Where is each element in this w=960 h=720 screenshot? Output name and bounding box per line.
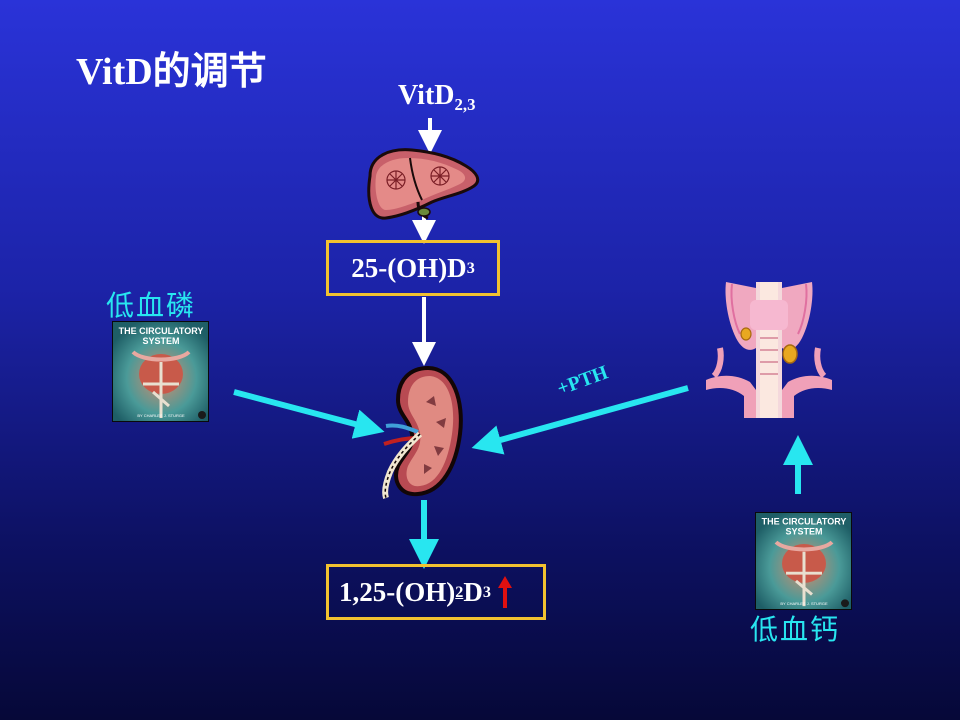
liver-icon [367,148,480,220]
circulatory-book-icon: THE CIRCULATORY SYSTEM BY CHARLES J. STU… [112,321,209,422]
box-125oh-pre: 1,25-(OH) [339,576,456,607]
circulatory-book-icon: THE CIRCULATORY SYSTEM BY CHARLES J. STU… [755,512,852,610]
box-125oh-mid: D [463,576,483,607]
parathyroid-thyroid-icon [706,282,832,418]
box-125oh-sub2: 3 [482,582,491,601]
book-title-line2: SYSTEM [142,336,179,346]
box-25oh-main: 25-(OH)D [351,252,467,283]
book-author: BY CHARLES J. STURGE [137,413,185,418]
increase-arrow-icon [497,576,512,608]
box-125oh-sub1: 2 [455,582,464,601]
book-title-line2: SYSTEM [786,526,823,536]
book-title-line1: THE CIRCULATORY [119,326,204,336]
vitd-main: VitD [398,80,455,111]
book-author: BY CHARLES J. STURGE [780,601,828,606]
vitd-source-label: VitD2,3 [398,80,476,115]
label-low-calcium: 低血钙 [750,613,841,646]
arrow-pth-to-kidney [471,385,689,455]
book-title-line1: THE CIRCULATORY [762,517,847,527]
label-low-phosphate: 低血磷 [106,289,197,322]
box-25oh-sub: 3 [466,258,475,277]
book-cover-art: THE CIRCULATORY SYSTEM BY CHARLES J. STU… [756,513,851,609]
vitd-sub: 2,3 [454,94,476,114]
page-title: VitD的调节 [76,51,267,93]
book-cover-art: THE CIRCULATORY SYSTEM BY CHARLES J. STU… [113,322,208,421]
arrow-phosphate-to-kidney [233,389,385,439]
kidney-icon [382,365,463,499]
